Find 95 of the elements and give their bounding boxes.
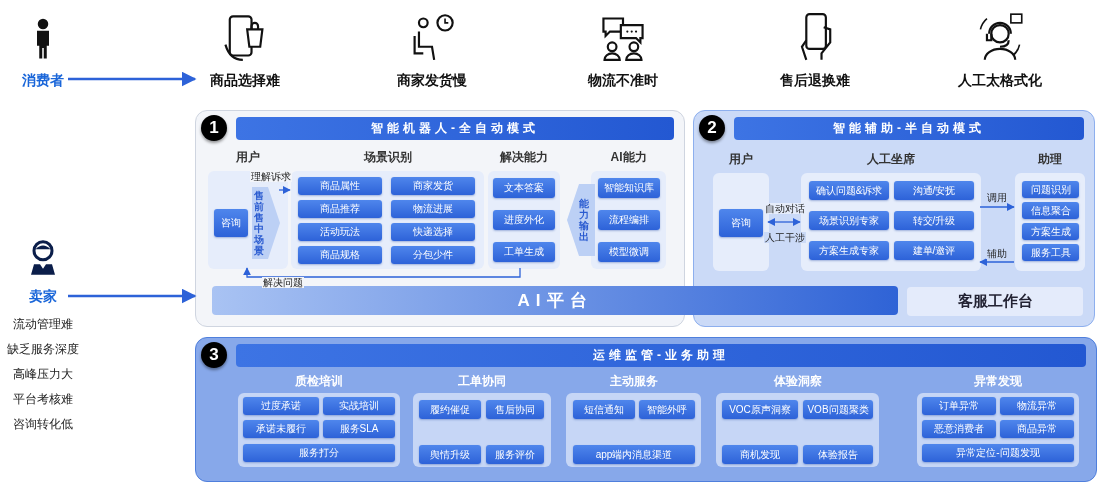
feature-box: 流程编排 [598,210,660,230]
feature-box: 物流异常 [1000,397,1074,415]
feature-box: 体验报告 [803,445,873,464]
pain-point-text: 高峰压力大 [12,366,74,383]
pain-point-text: 缺乏服务深度 [6,341,80,358]
pain-point-text: 流动管理难 [12,316,74,333]
number-badge: 3 [201,342,227,368]
feature-box: 信息聚合 [1022,202,1079,219]
arrow [767,218,801,226]
feature-box: 商家发货 [391,177,475,195]
feature-box: 问题识别 [1022,181,1079,198]
problem-label: 物流不准时 [586,72,659,90]
chevron-label: 能力输出 [579,198,590,242]
feature-box: 履约催促 [419,400,481,419]
feature-box: VOC原声洞察 [722,400,798,419]
mode-panel [195,337,1097,482]
problem-label: 售后退换难 [779,72,851,90]
edge-label: 辅助 [986,248,1008,259]
arrow [68,71,197,87]
feature-box: 承诺未履行 [243,420,319,438]
feature-box: 文本答案 [493,178,555,198]
feature-box: 商机发现 [722,445,798,464]
edge-label: 解决问题 [262,277,304,288]
group-heading: 体验洞察 [772,373,823,390]
group-heading: 解决能力 [499,149,549,166]
group-heading: 工单协同 [457,373,507,390]
feature-box: app端内消息渠道 [573,445,695,464]
mode-header: 运维监管-业务助理 [236,344,1086,367]
feature-box: 商品属性 [298,177,382,195]
feature-box: 活动玩法 [298,223,382,241]
arrow [243,267,521,278]
group-heading: 人工坐席 [866,151,916,168]
problem-label: 商家发货慢 [396,72,468,90]
number-badge: 2 [699,115,725,141]
role-label: 消费者 [21,72,65,90]
feature-box: 售后协同 [486,400,544,419]
feature-box: 短信通知 [573,400,635,419]
feature-box: 订单异常 [922,397,996,415]
edge-label: 自动对话 [764,203,806,214]
feature-box: 恶意消费者 [922,420,996,438]
feature-box: 舆情升级 [419,445,481,464]
group-heading: AI能力 [609,149,648,166]
feature-box: 咨询 [719,209,763,237]
group-heading: 用户 [235,149,261,166]
feature-box: 服务工具 [1022,244,1079,261]
group-heading: 用户 [728,151,754,168]
group-heading: 助理 [1037,151,1063,168]
feature-box: 商品异常 [1000,420,1074,438]
pain-point-text: 平台考核难 [12,391,74,408]
feature-box: 智能外呼 [639,400,695,419]
feature-box: 建单/邀评 [894,241,974,260]
feature-box: 模型微调 [598,242,660,262]
feature-box: 方案生成专家 [809,241,889,260]
feature-box: 服务评价 [486,445,544,464]
feature-box: 快递选择 [391,223,475,241]
feature-box: 异常定位-问题发现 [922,444,1074,462]
note-text: 人工干涉 [764,232,806,243]
feature-box: 分包少件 [391,246,475,264]
arrow [278,186,291,194]
mode-header: 智能机器人-全自动模式 [236,117,674,140]
feature-box: 实战培训 [323,397,395,415]
feature-box: 沟通/安抚 [894,181,974,200]
mode-header: 智能辅助-半自动模式 [734,117,1084,140]
feature-box: 智能知识库 [598,178,660,198]
feature-box: 转交/升级 [894,211,974,230]
feature-box: 方案生成 [1022,223,1079,240]
feature-box: VOB问题聚类 [803,400,873,419]
feature-box: 商品推荐 [298,200,382,218]
number-badge: 1 [201,115,227,141]
chevron-label: 售前售中场景 [254,190,265,256]
feature-box: 进度外化 [493,210,555,230]
feature-box: 过度承诺 [243,397,319,415]
feature-box: 物流进展 [391,200,475,218]
feature-box: 服务打分 [243,444,395,462]
role-label: 卖家 [28,288,58,306]
group-heading: 主动服务 [608,373,659,390]
feature-box: 服务SLA [323,420,395,438]
arrow [68,288,197,304]
feature-box: 商品规格 [298,246,382,264]
feature-box: 咨询 [214,209,248,237]
pain-point-text: 咨询转化低 [12,416,74,433]
problem-label: 人工太格式化 [957,72,1043,90]
arrow [979,203,1015,211]
group-heading: 质检培训 [294,373,344,390]
group-heading: 场景识别 [362,149,413,166]
mode-panel [693,110,1095,327]
problem-label: 商品选择难 [209,72,281,90]
edge-label: 调用 [986,192,1008,203]
feature-box: 场景识别专家 [809,211,889,230]
group-heading: 异常发现 [973,373,1023,390]
arrow [979,258,1015,266]
edge-label: 理解诉求 [250,171,292,182]
workbench-bar: 客服工作台 [907,287,1083,316]
feature-box: 确认问题&诉求 [809,181,889,200]
feature-box: 工单生成 [493,242,555,262]
